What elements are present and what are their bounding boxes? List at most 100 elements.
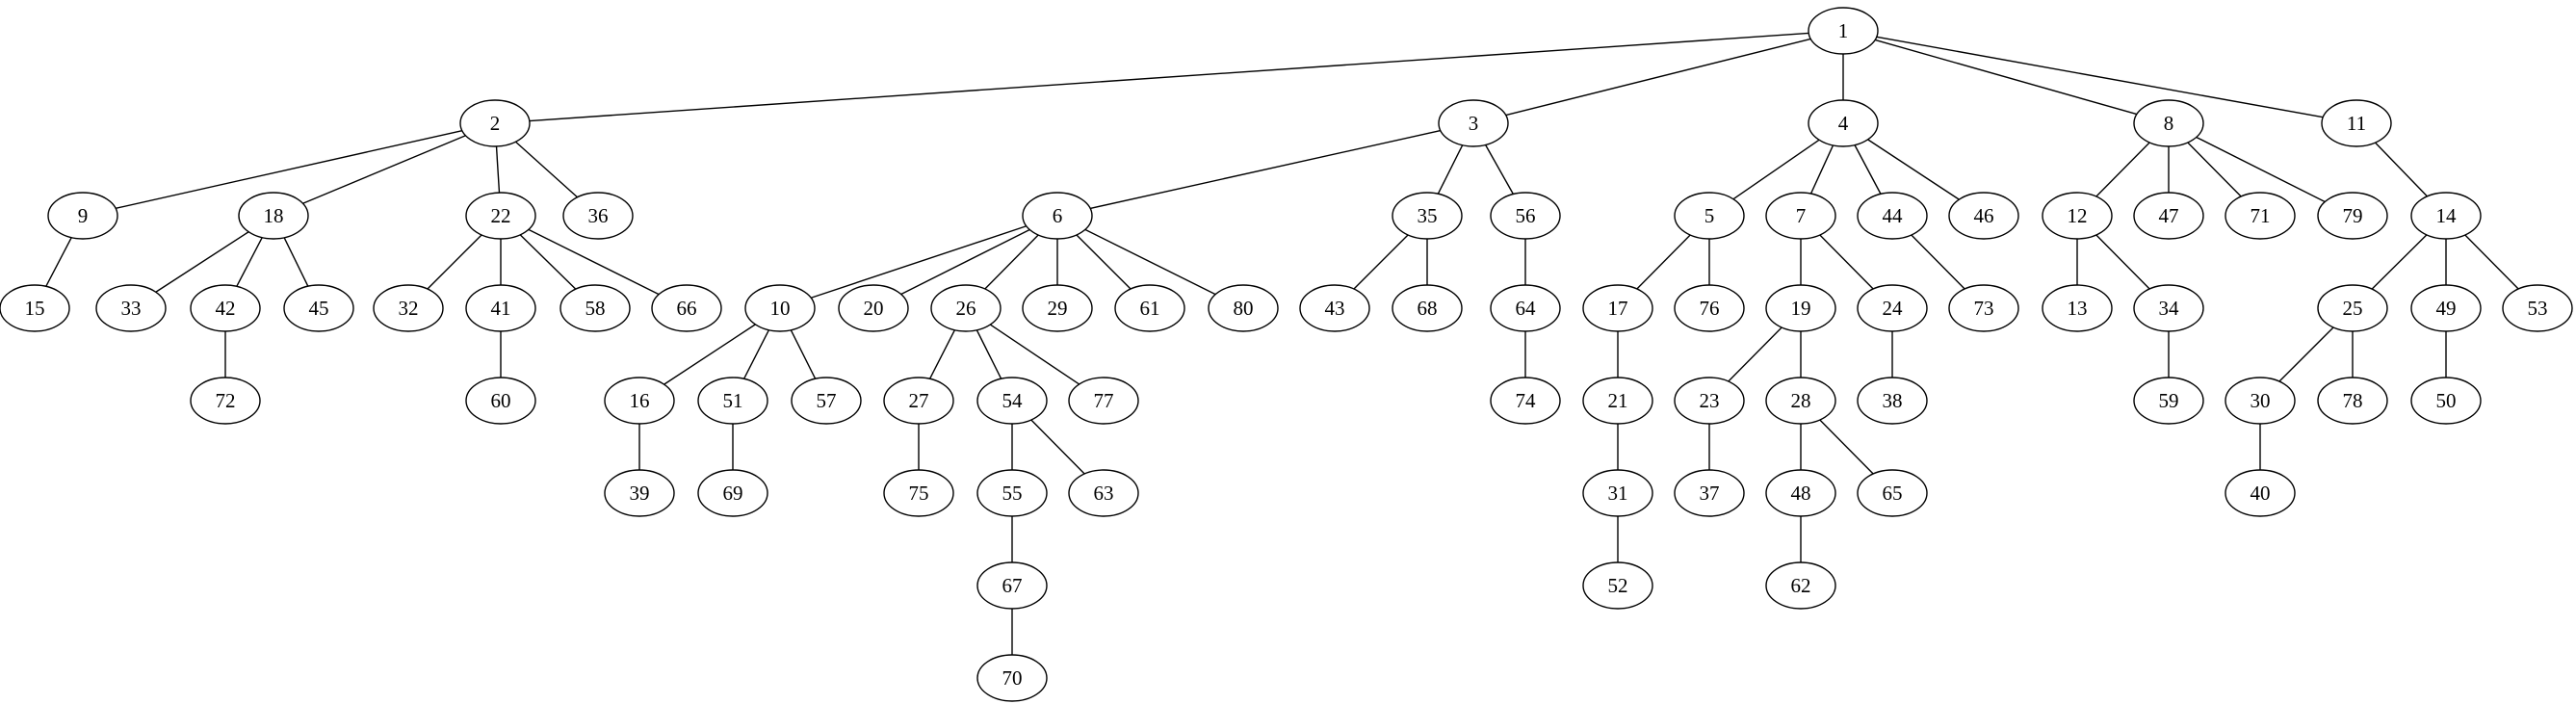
node-70: 70 [976, 654, 1048, 702]
node-52: 52 [1582, 561, 1653, 610]
node-label: 73 [1974, 297, 1994, 320]
edge-3-35 [1437, 144, 1464, 195]
node-5: 5 [1674, 192, 1745, 240]
node-label: 15 [25, 297, 45, 320]
node-label: 11 [2347, 112, 2366, 135]
edge-26-54 [976, 329, 1002, 379]
node-label: 64 [1516, 297, 1537, 320]
node-ellipse [1392, 284, 1463, 332]
node-ellipse [1674, 192, 1745, 240]
node-ellipse [1299, 284, 1370, 332]
node-label: 60 [491, 389, 511, 412]
node-label: 10 [770, 297, 791, 320]
node-33: 33 [95, 284, 167, 332]
node-label: 62 [1791, 574, 1811, 597]
node-22: 22 [465, 192, 536, 240]
node-label: 8 [2164, 112, 2174, 135]
node-ellipse [2225, 377, 2296, 425]
edge-3-6 [1090, 129, 1441, 210]
node-62: 62 [1765, 561, 1836, 610]
node-3: 3 [1438, 99, 1509, 147]
edge-26-77 [989, 324, 1080, 385]
node-label: 7 [1796, 204, 1807, 227]
node-50: 50 [2410, 377, 2482, 425]
node-label: 72 [216, 389, 236, 412]
node-12: 12 [2042, 192, 2113, 240]
node-ellipse [1022, 192, 1093, 240]
node-65: 65 [1857, 469, 1928, 517]
node-51: 51 [697, 377, 768, 425]
node-label: 51 [723, 389, 743, 412]
node-54: 54 [976, 377, 1048, 425]
node-label: 47 [2159, 204, 2179, 227]
node-label: 20 [864, 297, 884, 320]
edge-2-36 [515, 141, 578, 198]
edge-5-17 [1636, 234, 1691, 290]
node-ellipse [2502, 284, 2573, 332]
node-ellipse [2321, 99, 2392, 147]
node-7: 7 [1765, 192, 1836, 240]
node-30: 30 [2225, 377, 2296, 425]
node-label: 23 [1700, 389, 1720, 412]
node-37: 37 [1674, 469, 1745, 517]
node-ellipse [930, 284, 1002, 332]
node-ellipse [1948, 284, 2019, 332]
node-40: 40 [2225, 469, 2296, 517]
node-21: 21 [1582, 377, 1653, 425]
node-1: 1 [1808, 7, 1879, 55]
edge-6-61 [1076, 234, 1132, 290]
node-label: 13 [2068, 297, 2088, 320]
edge-44-73 [1911, 234, 1965, 290]
edge-7-24 [1819, 234, 1874, 290]
node-ellipse [651, 284, 722, 332]
node-label: 71 [2251, 204, 2271, 227]
node-ellipse [1582, 377, 1653, 425]
node-label: 37 [1700, 482, 1720, 505]
node-label: 27 [909, 389, 929, 412]
node-label: 21 [1608, 389, 1628, 412]
node-57: 57 [791, 377, 862, 425]
node-42: 42 [190, 284, 261, 332]
node-ellipse [697, 377, 768, 425]
node-ellipse [562, 192, 634, 240]
node-58: 58 [559, 284, 631, 332]
edge-26-27 [928, 329, 956, 379]
node-ellipse [976, 561, 1048, 610]
node-label: 28 [1791, 389, 1811, 412]
edge-6-10 [810, 225, 1028, 299]
node-ellipse [238, 192, 309, 240]
node-label: 58 [585, 297, 606, 320]
node-label: 46 [1974, 204, 1994, 227]
node-ellipse [976, 654, 1048, 702]
node-label: 79 [2343, 204, 2363, 227]
node-ellipse [2225, 469, 2296, 517]
edge-3-56 [1485, 144, 1514, 195]
node-ellipse [883, 377, 954, 425]
node-ellipse [2042, 192, 2113, 240]
node-74: 74 [1490, 377, 1561, 425]
edge-35-43 [1353, 234, 1409, 290]
node-69: 69 [697, 469, 768, 517]
edge-9-15 [45, 237, 72, 287]
node-label: 48 [1791, 482, 1811, 505]
edge-22-58 [519, 234, 577, 290]
node-ellipse [1114, 284, 1185, 332]
node-32: 32 [373, 284, 444, 332]
node-80: 80 [1208, 284, 1279, 332]
edge-2-9 [115, 129, 463, 210]
node-label: 41 [491, 297, 511, 320]
node-label: 66 [677, 297, 697, 320]
node-18: 18 [238, 192, 309, 240]
node-label: 65 [1883, 482, 1903, 505]
node-label: 54 [1002, 389, 1024, 412]
edge-19-23 [1728, 326, 1782, 382]
node-ellipse [2133, 99, 2204, 147]
node-ellipse [1068, 469, 1139, 517]
node-label: 75 [909, 482, 929, 505]
node-label: 31 [1608, 482, 1628, 505]
node-label: 74 [1516, 389, 1537, 412]
edge-6-20 [900, 228, 1030, 296]
node-label: 26 [956, 297, 976, 320]
node-label: 39 [630, 482, 650, 505]
